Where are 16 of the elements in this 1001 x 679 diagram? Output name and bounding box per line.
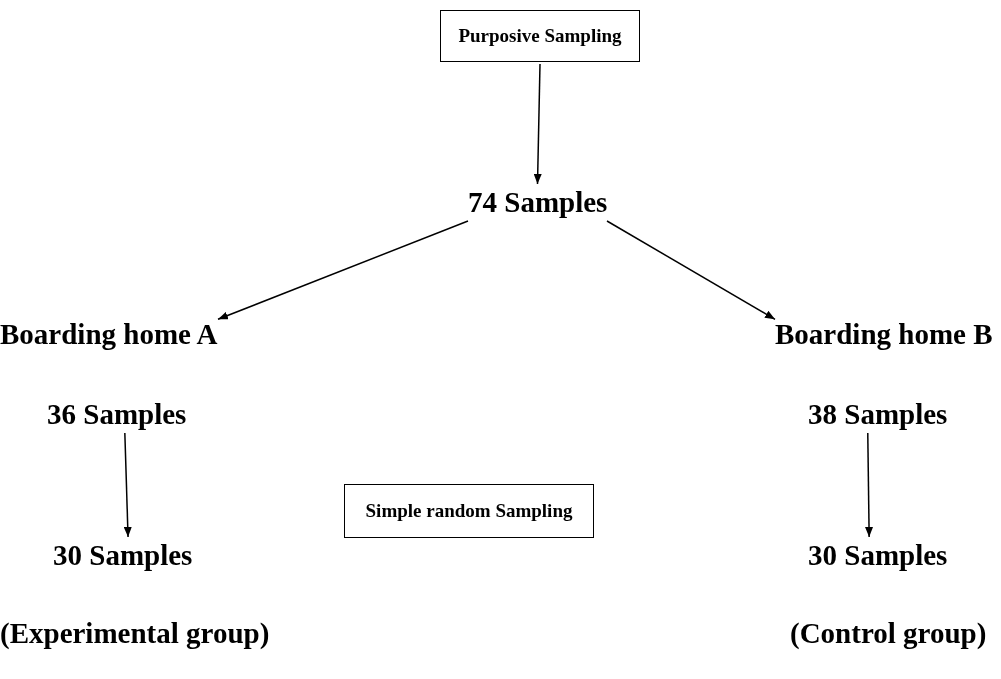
arrow bbox=[865, 432, 874, 538]
node-text: 74 Samples bbox=[468, 186, 608, 219]
process-box: Purposive Sampling bbox=[440, 10, 640, 62]
node-text: 30 Samples bbox=[808, 539, 948, 572]
node-text: Boarding home A bbox=[0, 318, 218, 351]
node-text: Boarding home B bbox=[775, 318, 993, 351]
arrow bbox=[123, 432, 132, 538]
group-label: (Control group) bbox=[790, 617, 987, 650]
node-text: 38 Samples bbox=[808, 398, 948, 431]
group-label: (Experimental group) bbox=[0, 617, 270, 650]
process-box: Simple random Sampling bbox=[344, 484, 594, 538]
arrow bbox=[606, 220, 776, 321]
arrow bbox=[217, 220, 469, 321]
node-text: 30 Samples bbox=[53, 539, 193, 572]
node-text: 36 Samples bbox=[47, 398, 187, 431]
arrow bbox=[533, 63, 542, 185]
